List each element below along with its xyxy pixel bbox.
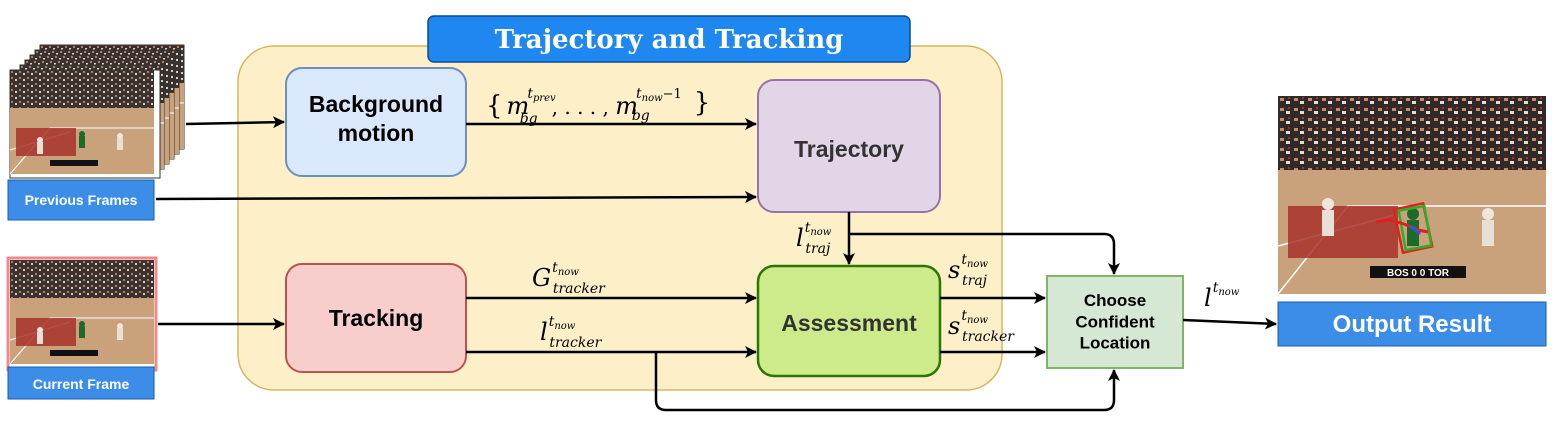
trajectory-box (1397, 204, 1433, 252)
choose-location-node (1046, 275, 1184, 369)
edges (155, 116, 1277, 412)
edge-choose-to-output (1182, 317, 1277, 330)
previous-frames-stack (9, 44, 185, 179)
edge-previous-to-bg (185, 116, 285, 129)
background-motion-node (285, 67, 467, 177)
edge-tracker-to-choose-bottom (654, 352, 1120, 412)
previous-frames-label: Previous Frames (25, 192, 138, 208)
choose-location-label-line: Confident (1075, 312, 1155, 331)
background-motion-label-line: motion (338, 120, 415, 146)
assessment-label: Assessment (781, 310, 917, 336)
output-scoreboard (1370, 266, 1466, 278)
assessment-node (756, 264, 942, 378)
tracking-label: Tracking (329, 305, 424, 331)
edge-previous-to-trajectory (155, 191, 757, 204)
current-frame-image (6, 256, 158, 372)
tracking-node (285, 263, 467, 373)
background-motion-label-line: Background (309, 91, 443, 117)
background-motion-label: Background motion (309, 91, 443, 146)
output-scoreboard-text: BOS 0 0 TOR (1387, 268, 1450, 279)
group-title-bar (427, 15, 911, 63)
trajectory-label: Trajectory (794, 136, 904, 162)
edge-trajectory-to-choose (849, 232, 1120, 275)
trajectory-path-blue (1409, 224, 1421, 236)
trajectory-path (1375, 218, 1429, 234)
output-result-label: Output Result (1333, 311, 1492, 338)
current-frame-label: Current Frame (33, 376, 130, 392)
choose-location-label-line: Choose (1084, 291, 1146, 310)
choose-location-label-line: Location (1080, 334, 1151, 353)
group-title: Trajectory and Tracking (495, 25, 844, 55)
l-output-label: ltnow (1204, 280, 1240, 312)
current-frame-label-box (7, 366, 155, 400)
output-result-label-box (1277, 301, 1547, 347)
previous-frames-label-box (7, 179, 155, 221)
output-result-image: BOS 0 0 TOR (1277, 96, 1546, 295)
